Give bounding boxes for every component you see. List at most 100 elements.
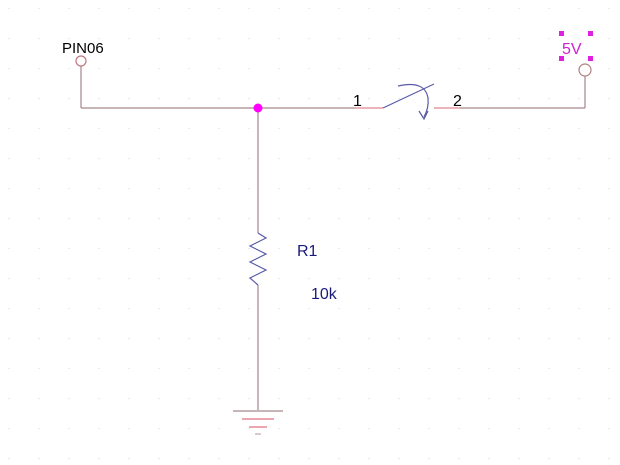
grid-dot xyxy=(488,128,490,129)
grid-dot xyxy=(98,8,100,9)
grid-dot xyxy=(218,38,220,39)
grid-dot xyxy=(278,128,280,129)
grid-dot xyxy=(308,368,310,369)
grid-dot xyxy=(608,38,610,39)
grid-dot xyxy=(68,98,70,99)
grid-dot xyxy=(218,338,220,339)
grid-dot xyxy=(38,368,40,369)
switch-pin1-label: 1 xyxy=(353,93,362,110)
grid-dot xyxy=(248,278,250,279)
selection-handle-bl[interactable] xyxy=(559,56,564,61)
grid-dot xyxy=(68,368,70,369)
grid-dot xyxy=(398,128,400,129)
grid-dot xyxy=(128,428,130,429)
grid-dot xyxy=(608,458,610,459)
grid-dot xyxy=(158,308,160,309)
switch-sw[interactable]: 1 2 xyxy=(353,83,462,121)
grid-dot xyxy=(308,218,310,219)
grid-dot xyxy=(188,128,190,129)
selection-handle-tr[interactable] xyxy=(588,31,593,36)
grid-dot xyxy=(98,458,100,459)
grid-dot xyxy=(368,158,370,159)
grid-dot xyxy=(518,158,520,159)
grid-dot xyxy=(68,308,70,309)
grid-dot xyxy=(548,248,550,249)
grid-dot xyxy=(338,128,340,129)
grid-dot xyxy=(158,278,160,279)
grid-dot xyxy=(578,128,580,129)
grid-dot xyxy=(488,8,490,9)
grid-dot xyxy=(338,458,340,459)
port-5v[interactable]: 5V xyxy=(559,31,593,77)
grid-dot xyxy=(608,428,610,429)
port-pin06[interactable]: PIN06 xyxy=(62,40,104,67)
grid-dot xyxy=(128,398,130,399)
grid-dot xyxy=(398,68,400,69)
resistor-r1[interactable]: R1 10k xyxy=(248,232,338,303)
switch-arrow-icon xyxy=(397,83,429,118)
grid-dot xyxy=(68,188,70,189)
grid-dot xyxy=(68,218,70,219)
grid-dot xyxy=(158,128,160,129)
grid-dot xyxy=(308,458,310,459)
grid-dot xyxy=(578,278,580,279)
grid-dot xyxy=(98,128,100,129)
grid-dot xyxy=(368,128,370,129)
grid-dot xyxy=(428,158,430,159)
grid-dot xyxy=(8,248,10,249)
selection-handle-br[interactable] xyxy=(588,56,593,61)
grid-dot xyxy=(428,428,430,429)
grid-dot xyxy=(578,338,580,339)
grid-dot xyxy=(68,338,70,339)
grid-dot xyxy=(518,368,520,369)
grid-dot xyxy=(308,428,310,429)
grid-dot xyxy=(278,68,280,69)
grid-dot xyxy=(158,8,160,9)
grid-dot xyxy=(8,278,10,279)
grid-dot xyxy=(368,218,370,219)
grid-dot xyxy=(578,398,580,399)
grid-dot xyxy=(518,248,520,249)
grid-dot xyxy=(338,248,340,249)
grid-dot xyxy=(608,158,610,159)
junction-dot-icon xyxy=(253,103,263,113)
grid-dot xyxy=(218,428,220,429)
grid-dot xyxy=(158,368,160,369)
grid-dot xyxy=(578,458,580,459)
grid-dot xyxy=(188,308,190,309)
grid-dot xyxy=(218,188,220,189)
grid-dot xyxy=(398,458,400,459)
grid-dot xyxy=(128,98,130,99)
grid-dot xyxy=(608,8,610,9)
grid-dot xyxy=(68,68,70,69)
grid-dot xyxy=(608,68,610,69)
grid-dot xyxy=(398,188,400,189)
grid-dot xyxy=(38,248,40,249)
grid-dot xyxy=(218,158,220,159)
grid-dot xyxy=(368,398,370,399)
grid-dot xyxy=(8,38,10,39)
grid-dot xyxy=(548,188,550,189)
grid-dot xyxy=(338,68,340,69)
grid-dot xyxy=(308,68,310,69)
grid-dot xyxy=(128,278,130,279)
grid-dot xyxy=(428,278,430,279)
grid-dot xyxy=(548,8,550,9)
grid-dot xyxy=(488,458,490,459)
grid-dot xyxy=(98,98,100,99)
grid-dot xyxy=(398,248,400,249)
grid-dot xyxy=(278,278,280,279)
grid-dot xyxy=(368,428,370,429)
grid-dot xyxy=(548,98,550,99)
grid-dot xyxy=(158,338,160,339)
grid-dot xyxy=(8,8,10,9)
grid-dot xyxy=(338,8,340,9)
power-port-circle-icon xyxy=(578,63,592,77)
grid-dot xyxy=(68,278,70,279)
ground-symbol-icon[interactable] xyxy=(233,410,283,435)
grid-dot xyxy=(458,8,460,9)
grid-dot xyxy=(38,278,40,279)
grid-dot xyxy=(128,158,130,159)
selection-handle-tl[interactable] xyxy=(559,31,564,36)
